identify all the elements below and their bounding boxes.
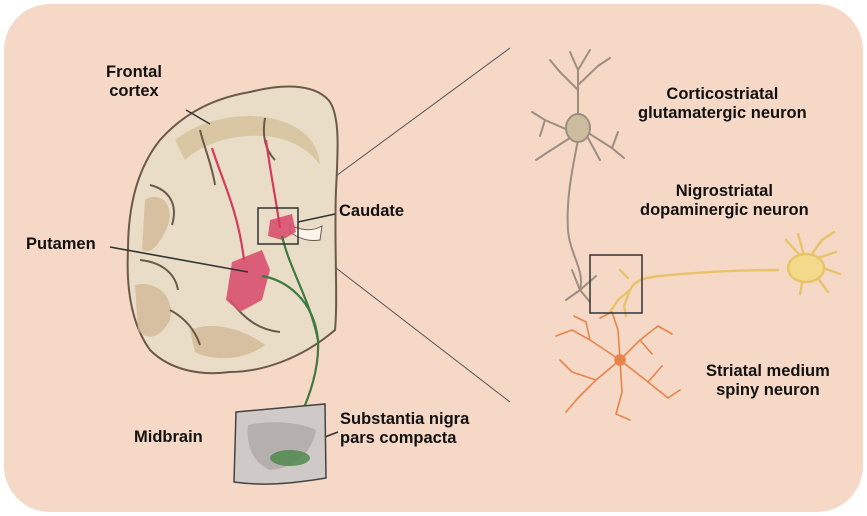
label-frontal-cortex-line1: Frontal [106,63,162,82]
label-substantia-nigra-line1: Substantia nigra [340,410,469,429]
label-nigrostriatal-neuron: Nigrostriatal dopaminergic neuron [640,182,809,220]
label-substantia-nigra: Substantia nigra pars compacta [340,410,469,448]
zoom-line-bottom [336,268,510,402]
spiny-soma [615,355,625,365]
corticostriatal-soma [566,114,590,142]
brain-coronal-section [110,48,510,450]
label-striatal-neuron: Striatal medium spiny neuron [706,362,830,400]
corticostriatal-apical-dendrite [550,50,610,118]
label-frontal-cortex: Frontal cortex [106,63,162,101]
spiny-neuron [556,312,680,420]
label-midbrain: Midbrain [134,428,203,447]
dopaminergic-soma [788,254,824,282]
dopaminergic-axon [630,270,778,290]
label-substantia-nigra-line2: pars compacta [340,429,469,448]
label-corticostriatal-neuron: Corticostriatal glutamatergic neuron [638,85,807,123]
dopaminergic-axon-terminal [610,270,630,316]
label-nigrostriatal-line1: Nigrostriatal [640,182,809,201]
label-corticostriatal-line2: glutamatergic neuron [638,104,807,123]
label-caudate: Caudate [339,202,404,221]
dopaminergic-neuron [610,232,840,316]
corticostriatal-axon [568,140,581,290]
label-frontal-cortex-line2: cortex [106,82,162,101]
label-putamen: Putamen [26,235,96,254]
spiny-dendrite [556,312,680,420]
label-striatal-line2: spiny neuron [706,381,830,400]
label-nigrostriatal-line2: dopaminergic neuron [640,201,809,220]
corticostriatal-neuron [532,50,624,302]
label-striatal-line1: Striatal medium [706,362,830,381]
midbrain-section [234,404,326,484]
zoom-line-top [336,48,510,176]
label-corticostriatal-line1: Corticostriatal [638,85,807,104]
substantia-nigra-region [270,450,310,466]
